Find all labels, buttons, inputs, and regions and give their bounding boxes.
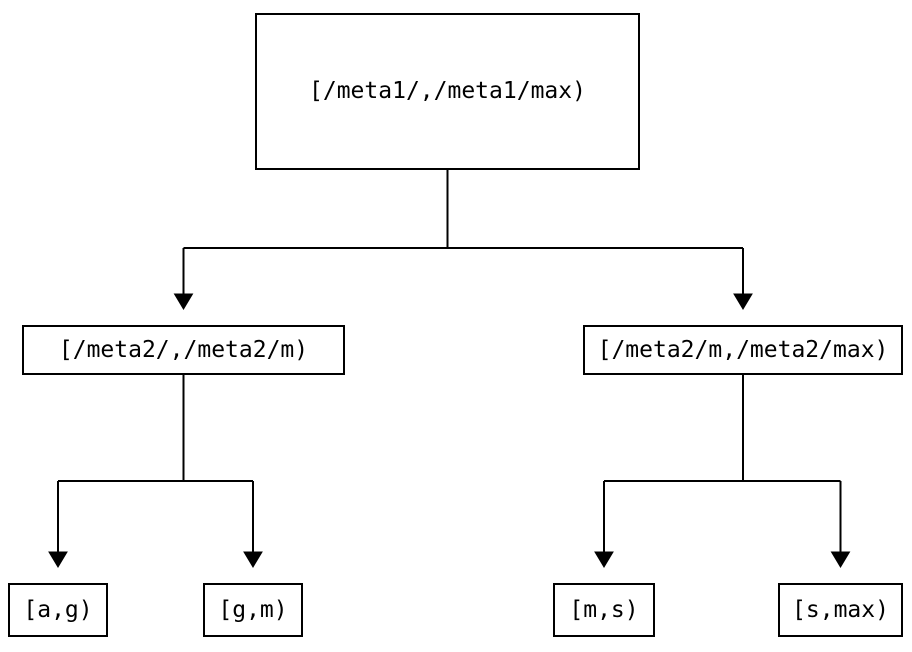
node-right-child-label: [/meta2/m,/meta2/max) xyxy=(597,336,889,363)
node-leaf-ag-label: [a,g) xyxy=(23,596,93,623)
node-leaf-smax-label: [s,max) xyxy=(792,596,889,623)
edge-root-to-children xyxy=(173,170,753,310)
node-right-child: [/meta2/m,/meta2/max) xyxy=(583,325,903,375)
arrowhead-down-icon xyxy=(48,551,68,568)
arrowhead-down-icon xyxy=(243,551,263,568)
node-left-child-label: [/meta2/,/meta2/m) xyxy=(58,336,309,363)
node-root: [/meta1/,/meta1/max) xyxy=(255,13,640,170)
edge-leftchild-to-leaves xyxy=(48,375,263,568)
arrowhead-down-icon xyxy=(594,551,614,568)
node-leaf-ms-label: [m,s) xyxy=(569,596,639,623)
node-root-label: [/meta1/,/meta1/max) xyxy=(309,78,586,104)
arrowhead-down-icon xyxy=(830,551,851,568)
edge-rightchild-to-leaves xyxy=(594,375,851,568)
arrowhead-down-icon xyxy=(733,293,753,310)
node-leaf-smax: [s,max) xyxy=(778,583,903,637)
node-left-child: [/meta2/,/meta2/m) xyxy=(22,325,345,375)
node-leaf-gm: [g,m) xyxy=(203,583,303,637)
node-leaf-gm-label: [g,m) xyxy=(218,596,288,623)
node-leaf-ag: [a,g) xyxy=(8,583,108,637)
arrowhead-down-icon xyxy=(173,293,194,310)
node-leaf-ms: [m,s) xyxy=(553,583,655,637)
